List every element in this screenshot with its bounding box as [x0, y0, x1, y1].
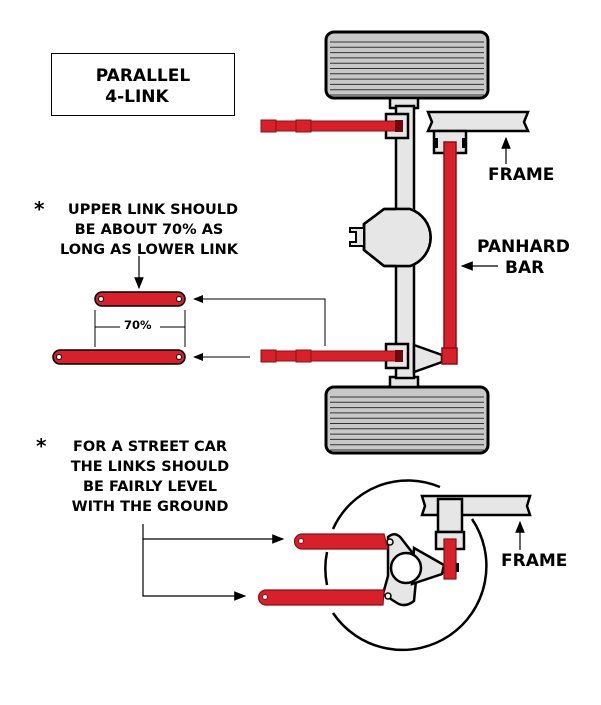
- lower-tire: [324, 385, 490, 455]
- note-line: BE ABOUT 70% AS: [74, 222, 224, 238]
- frame-rail-top: [426, 110, 530, 155]
- lower-link-side-view: [257, 589, 385, 606]
- differential: [349, 207, 432, 268]
- pinion-yoke: [349, 227, 365, 247]
- note-line: WITH THE GROUND: [71, 499, 229, 515]
- upper-link-sample: [94, 291, 186, 307]
- panhard-label: PANHARD: [477, 237, 570, 257]
- axle-bracket-side: [381, 533, 446, 607]
- note-line: FOR A STREET CAR: [73, 439, 227, 455]
- note-line: THE LINKS SHOULD: [70, 459, 230, 475]
- wheel-outline: [324, 479, 488, 652]
- asterisk-icon: *: [36, 434, 47, 458]
- upper-tire: [324, 30, 490, 100]
- lower-link-sample: [52, 349, 186, 365]
- frame-rail-side: [420, 494, 532, 551]
- note-line: UPPER LINK SHOULD: [67, 202, 239, 218]
- street-car-note: * FOR A STREET CAR THE LINKS SHOULD BE F…: [36, 436, 248, 517]
- bar-label: BAR: [505, 258, 545, 278]
- upper-link-top-view: [260, 119, 403, 133]
- panhard-end-side: [443, 538, 459, 580]
- tire-treads: [330, 41, 484, 96]
- panhard-bar: [441, 141, 458, 365]
- percent-dimension: [94, 310, 186, 347]
- title-line-2: 4-LINK: [105, 87, 169, 107]
- level-arrow-upper: [142, 524, 285, 544]
- lower-link-top-view: [260, 349, 403, 363]
- note-line: LONG AS LOWER LINK: [59, 242, 238, 258]
- panhard-axle-bracket: [412, 343, 444, 374]
- upper-link-note: * UPPER LINK SHOULD BE ABOUT 70% AS LONG…: [34, 199, 254, 260]
- asterisk-icon: *: [34, 197, 45, 221]
- frame-label-bottom: FRAME: [501, 551, 568, 571]
- note-line: BE FAIRLY LEVEL: [82, 479, 218, 495]
- percent-label: 70%: [124, 318, 152, 332]
- tire-treads: [330, 396, 484, 451]
- upper-link-side-view: [293, 533, 389, 550]
- upper-link-pointer: [193, 295, 326, 346]
- level-arrow-lower: [142, 539, 247, 601]
- frame-label-top: FRAME: [488, 165, 555, 185]
- title-box: PARALLEL 4-LINK: [51, 53, 235, 116]
- title-line-1: PARALLEL: [95, 66, 191, 86]
